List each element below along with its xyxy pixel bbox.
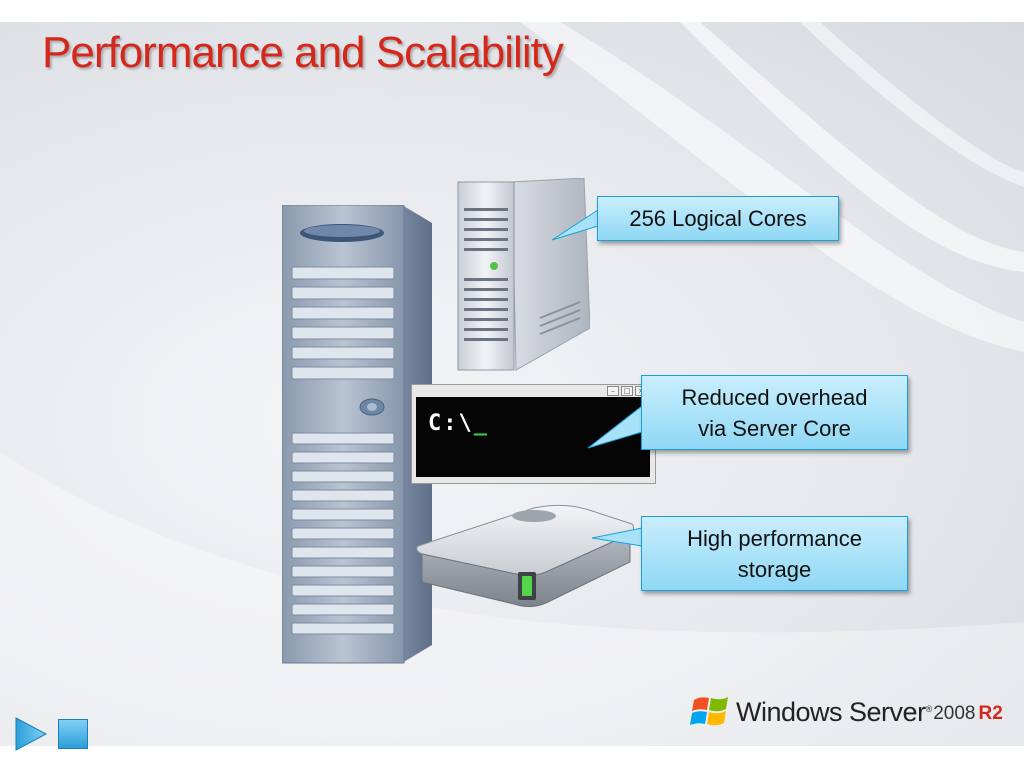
callout-storage: High performance storage bbox=[641, 516, 908, 591]
callout-logical-cores: 256 Logical Cores bbox=[597, 196, 839, 241]
console-screen: C:\_ bbox=[416, 397, 650, 477]
background-swoosh bbox=[0, 22, 1024, 746]
small-server-icon bbox=[457, 178, 590, 371]
minimize-icon: – bbox=[607, 386, 619, 396]
windows-flag-icon bbox=[690, 697, 728, 726]
slide-navigation bbox=[14, 716, 88, 752]
callout-storage-line1: High performance bbox=[687, 525, 862, 551]
callout-server-core-line2: via Server Core bbox=[698, 415, 851, 441]
hard-drive-icon bbox=[416, 504, 635, 608]
console-prompt: C:\_ bbox=[428, 411, 489, 436]
maximize-icon: □ bbox=[621, 386, 633, 396]
play-icon[interactable] bbox=[14, 716, 48, 752]
brand-year: 2008 bbox=[933, 703, 976, 724]
brand-trademark: ® bbox=[925, 704, 933, 714]
tower-server-icon bbox=[282, 205, 432, 664]
windows-server-branding: Windows Server ® 2008 R2 bbox=[690, 692, 1003, 730]
console-cursor: _ bbox=[473, 411, 489, 436]
brand-product-name: Windows Server bbox=[736, 697, 926, 727]
slide-title: Performance and Scalability bbox=[42, 28, 564, 77]
callout-logical-cores-text: 256 Logical Cores bbox=[629, 206, 807, 231]
console-prompt-text: C:\ bbox=[428, 411, 474, 436]
console-window: – □ × C:\_ bbox=[411, 384, 656, 484]
stop-icon[interactable] bbox=[58, 719, 88, 749]
callout-server-core-line1: Reduced overhead bbox=[681, 384, 868, 410]
callout-server-core: Reduced overhead via Server Core bbox=[641, 375, 908, 450]
callout-storage-line2: storage bbox=[737, 556, 812, 582]
brand-release: R2 bbox=[978, 703, 1003, 724]
